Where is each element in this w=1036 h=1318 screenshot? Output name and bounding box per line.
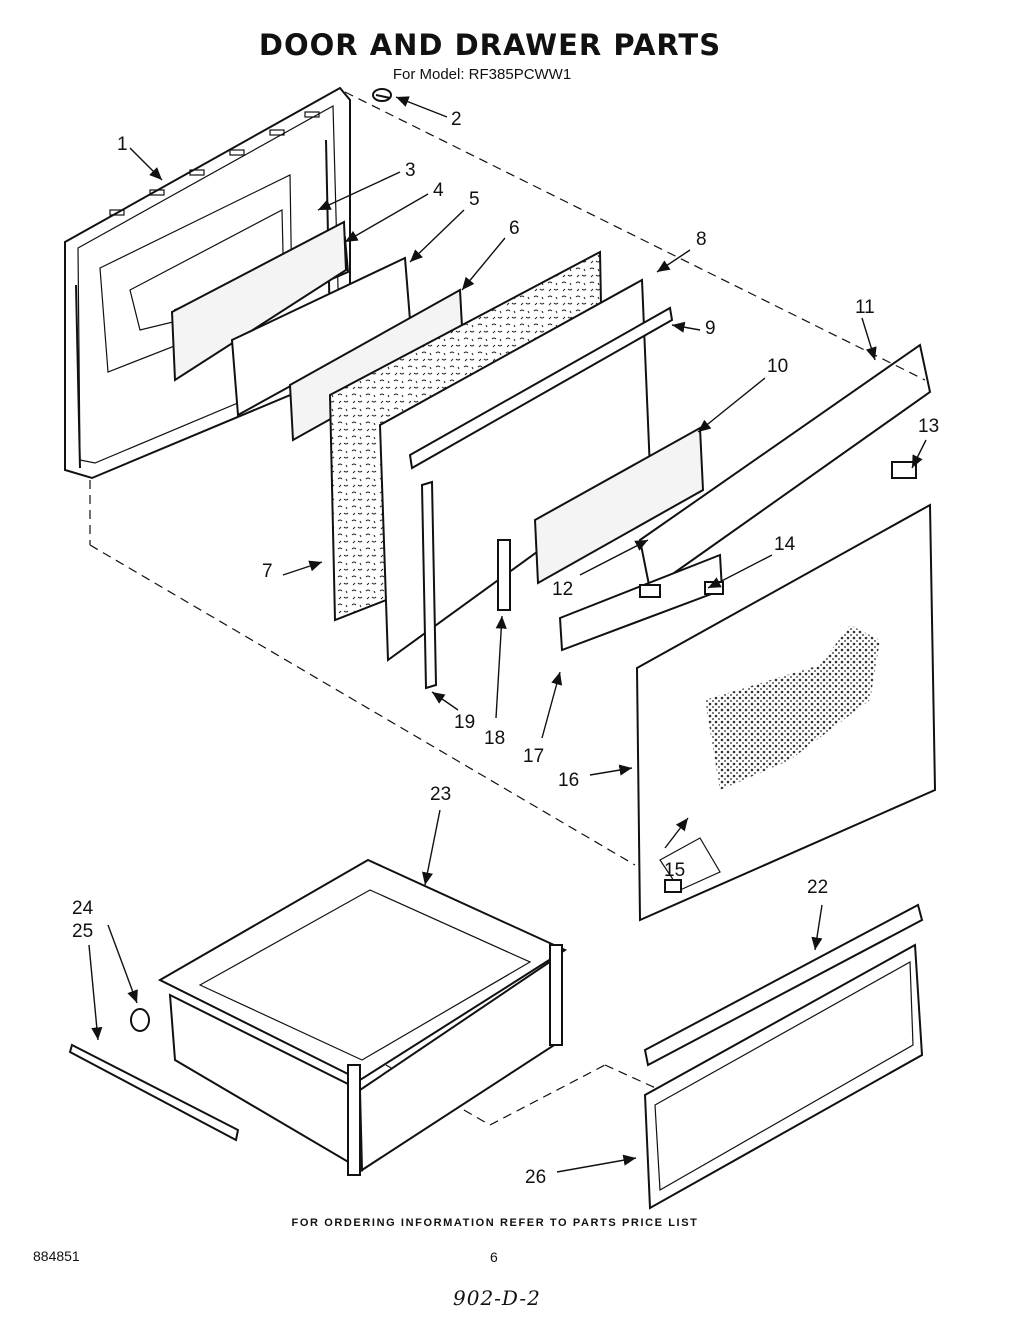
- callout-14: 14: [774, 534, 796, 555]
- outer-window-glass: [533, 426, 705, 585]
- drawer-rail: [68, 1043, 240, 1142]
- document-number: 884851: [33, 1248, 80, 1264]
- door-bumper: [372, 88, 392, 102]
- callout-6: 6: [509, 218, 520, 239]
- callout-19: 19: [454, 712, 475, 733]
- clip-15: [664, 879, 682, 893]
- callout-5: 5: [469, 189, 480, 210]
- door-top-trim: [638, 343, 932, 592]
- callout-26: 26: [525, 1167, 546, 1188]
- callout-7: 7: [262, 561, 273, 582]
- drawer-front-panel: [643, 943, 924, 1210]
- clip-14: [704, 581, 724, 595]
- callout-25: 25: [72, 921, 93, 942]
- drawer-glide: [130, 1008, 150, 1032]
- callout-10: 10: [767, 356, 788, 377]
- callout-13: 13: [918, 416, 939, 437]
- handwritten-note: 902-D-2: [453, 1286, 541, 1310]
- callout-23: 23: [430, 784, 451, 805]
- clip-12: [639, 584, 661, 598]
- leader-arrows: [88, 96, 927, 1173]
- callout-17: 17: [523, 746, 544, 767]
- callout-3: 3: [405, 160, 416, 181]
- page-number: 6: [490, 1249, 498, 1265]
- door-side-trim: [420, 480, 438, 690]
- hinge-bracket: [497, 539, 511, 611]
- callout-15: 15: [664, 860, 685, 881]
- callout-9: 9: [705, 318, 716, 339]
- page-title: DOOR AND DRAWER PARTS: [258, 28, 722, 62]
- callout-12: 12: [552, 579, 573, 600]
- callout-8: 8: [696, 229, 707, 250]
- callout-4: 4: [433, 180, 444, 201]
- door-outer-panel: [635, 503, 937, 922]
- inner-window-glass: [170, 220, 348, 382]
- model-subtitle: For Model: RF385PCWW1: [392, 66, 572, 83]
- clip-13: [891, 461, 917, 479]
- callout-2: 2: [451, 109, 462, 130]
- ordering-info-note: FOR ORDERING INFORMATION REFER TO PARTS …: [291, 1217, 699, 1229]
- drawer-front-trim: [643, 903, 924, 1067]
- callout-24: 24: [72, 898, 94, 919]
- storage-drawer: [157, 858, 568, 1176]
- vent-slots: [109, 111, 320, 216]
- callout-16: 16: [558, 770, 579, 791]
- callout-1: 1: [117, 134, 128, 155]
- callout-11: 11: [855, 297, 875, 318]
- callout-22: 22: [807, 877, 828, 898]
- door-trim-strip: [408, 306, 674, 470]
- callout-labels: 1 2 3 4 5 6 7 8 9 10 11 12 13 14 15 16 1…: [72, 109, 939, 1188]
- callout-18: 18: [484, 728, 505, 749]
